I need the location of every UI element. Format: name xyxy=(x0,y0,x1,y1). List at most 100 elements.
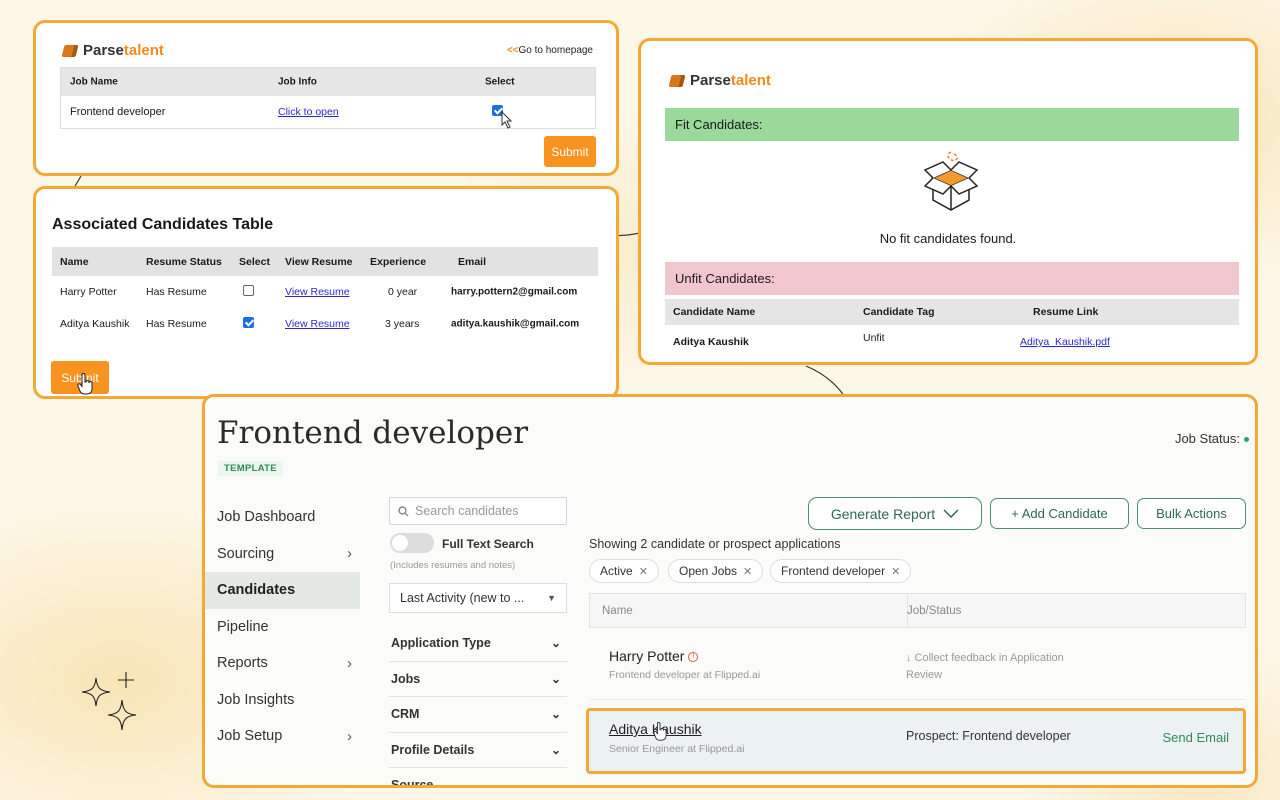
candidate-status: Prospect: Frontend developer xyxy=(906,729,1071,743)
chevron-down-icon: ⌄ xyxy=(550,707,561,722)
submit-button[interactable]: Submit xyxy=(544,136,596,167)
no-fit-candidates-message: No fit candidates found. xyxy=(879,231,1017,246)
column-header: Name xyxy=(60,255,89,268)
resume-status: Has Resume xyxy=(146,286,207,298)
sidebar-item-candidates[interactable]: Candidates xyxy=(205,572,360,609)
generate-report-button[interactable]: Generate Report xyxy=(808,497,982,530)
table-row: Frontend developer Click to open xyxy=(61,96,595,128)
click-to-open-link[interactable]: Click to open xyxy=(278,106,339,118)
column-header: Job Name xyxy=(70,76,118,88)
experience: 3 years xyxy=(385,318,420,330)
candidates-table: Name Resume Status Select View Resume Ex… xyxy=(52,247,598,340)
view-resume-link[interactable]: View Resume xyxy=(285,286,350,298)
associated-candidates-panel: Associated Candidates Table Name Resume … xyxy=(33,186,619,399)
hand-cursor-icon xyxy=(77,373,93,395)
full-text-search-label: Full Text Search xyxy=(442,537,534,551)
resume-link[interactable]: Aditya_Kaushik.pdf xyxy=(1020,336,1110,348)
candidate-tag: Unfit xyxy=(863,332,885,345)
sort-select[interactable]: Last Activity (new to ... ▼ xyxy=(389,583,567,613)
filter-chip-job[interactable]: Frontend developer✕ xyxy=(770,559,912,583)
table-header: Name Job/Status xyxy=(589,593,1246,628)
sidebar-item-job-insights[interactable]: Job Insights xyxy=(217,691,295,708)
logo-mark-icon xyxy=(61,44,79,57)
full-text-search-hint: (Includes resumes and notes) xyxy=(390,560,516,571)
sidebar-item-pipeline[interactable]: Pipeline xyxy=(217,618,269,635)
results-count: Showing 2 candidate or prospect applicat… xyxy=(589,537,841,551)
close-icon[interactable]: ✕ xyxy=(891,565,901,578)
column-header: Resume Link xyxy=(1033,306,1099,318)
sparkle-decoration xyxy=(81,672,137,731)
candidate-row[interactable]: Harry Potter! Frontend developer at Flip… xyxy=(589,628,1246,700)
chevron-right-icon: › xyxy=(347,654,352,672)
send-email-button[interactable]: Send Email xyxy=(1162,730,1229,745)
select-checkbox[interactable] xyxy=(243,317,254,331)
job-select-panel: Parsetalent <<Go to homepage Job Name Jo… xyxy=(33,20,619,176)
select-checkbox[interactable] xyxy=(492,105,503,119)
ats-candidates-panel: Frontend developer TEMPLATE Job Status: … xyxy=(202,394,1258,788)
column-header: Job Info xyxy=(278,76,317,88)
sidebar-item-job-setup[interactable]: Job Setup› xyxy=(217,727,352,745)
column-header: Email xyxy=(458,255,487,268)
column-header: Candidate Name xyxy=(673,306,756,318)
arrow-cursor-icon xyxy=(501,111,513,129)
candidate-name: Aditya Kaushik xyxy=(673,336,749,348)
sidebar-item-reports[interactable]: Reports› xyxy=(217,654,352,672)
close-icon[interactable]: ✕ xyxy=(743,565,753,578)
chevron-down-icon: ⌄ xyxy=(550,742,561,757)
parsetalent-logo: Parsetalent xyxy=(668,72,771,89)
add-candidate-button[interactable]: + Add Candidate xyxy=(990,498,1129,529)
resume-status: Has Resume xyxy=(146,318,207,330)
hand-cursor-icon xyxy=(653,722,667,741)
sidebar-item-sourcing[interactable]: Sourcing› xyxy=(217,545,352,563)
alert-icon: ! xyxy=(688,652,699,663)
filter-jobs[interactable]: Jobs⌄ xyxy=(389,662,567,697)
filter-crm[interactable]: CRM⌄ xyxy=(389,697,567,733)
column-header: Select xyxy=(239,255,270,268)
view-resume-link[interactable]: View Resume xyxy=(285,318,350,330)
candidate-subtitle: Frontend developer at Flipped.ai xyxy=(609,669,761,681)
unfit-candidates-header: Unfit Candidates: xyxy=(665,262,1239,295)
column-header: Candidate Tag xyxy=(863,306,935,318)
filter-chip-active[interactable]: Active✕ xyxy=(589,559,659,583)
go-to-homepage-link[interactable]: <<Go to homepage xyxy=(506,45,593,56)
filter-profile-details[interactable]: Profile Details⌄ xyxy=(389,733,567,768)
sidebar-item-job-dashboard[interactable]: Job Dashboard xyxy=(217,509,316,526)
full-text-search-toggle[interactable] xyxy=(390,533,434,553)
chevron-down-icon: ⌄ xyxy=(550,636,561,651)
candidate-subtitle: Senior Engineer at Flipped.ai xyxy=(609,743,745,755)
chevron-down-icon: ⌄ xyxy=(550,778,561,788)
filter-application-type[interactable]: Application Type⌄ xyxy=(389,626,567,662)
chevron-down-icon xyxy=(943,508,959,518)
table-header: Candidate Name Candidate Tag Resume Link xyxy=(665,299,1239,325)
filter-source[interactable]: Source⌄ xyxy=(389,768,567,788)
chevron-down-icon: ⌄ xyxy=(550,671,561,686)
select-checkbox[interactable] xyxy=(243,285,254,299)
bulk-actions-button[interactable]: Bulk Actions xyxy=(1137,498,1246,529)
chevron-right-icon: › xyxy=(347,545,352,563)
candidate-name: Harry Potter xyxy=(60,286,117,298)
candidate-name[interactable]: Harry Potter xyxy=(609,648,685,664)
filter-chip-open-jobs[interactable]: Open Jobs✕ xyxy=(668,559,764,583)
column-header: Experience xyxy=(370,255,427,268)
table-header: Job Name Job Info Select xyxy=(61,68,595,96)
job-status[interactable]: Job Status: xyxy=(1175,431,1249,446)
page-title: Frontend developer xyxy=(217,415,529,451)
candidate-name[interactable]: Aditya Kaushik xyxy=(609,721,702,737)
close-icon[interactable]: ✕ xyxy=(638,565,648,578)
column-header: Resume Status xyxy=(146,255,222,268)
jobs-table: Job Name Job Info Select Frontend develo… xyxy=(60,67,596,129)
candidate-row[interactable]: Aditya Kaushik Senior Engineer at Flippe… xyxy=(586,708,1246,774)
search-input[interactable]: Search candidates xyxy=(389,497,567,525)
filter-list: Application Type⌄ Jobs⌄ CRM⌄ Profile Det… xyxy=(389,626,567,788)
caret-down-icon: ▼ xyxy=(547,593,556,603)
candidate-name: Aditya Kaushik xyxy=(60,318,130,330)
table-row: Harry Potter Has Resume View Resume 0 ye… xyxy=(52,276,598,308)
job-name: Frontend developer xyxy=(70,106,166,118)
email: harry.pottern2@gmail.com xyxy=(451,286,578,298)
column-header: Name xyxy=(602,604,633,617)
table-row: Aditya Kaushik Has Resume View Resume 3 … xyxy=(52,308,598,340)
status-dot-icon xyxy=(1244,437,1249,443)
empty-box-icon xyxy=(923,151,979,211)
search-icon xyxy=(398,505,409,516)
panel-title: Associated Candidates Table xyxy=(52,216,274,233)
